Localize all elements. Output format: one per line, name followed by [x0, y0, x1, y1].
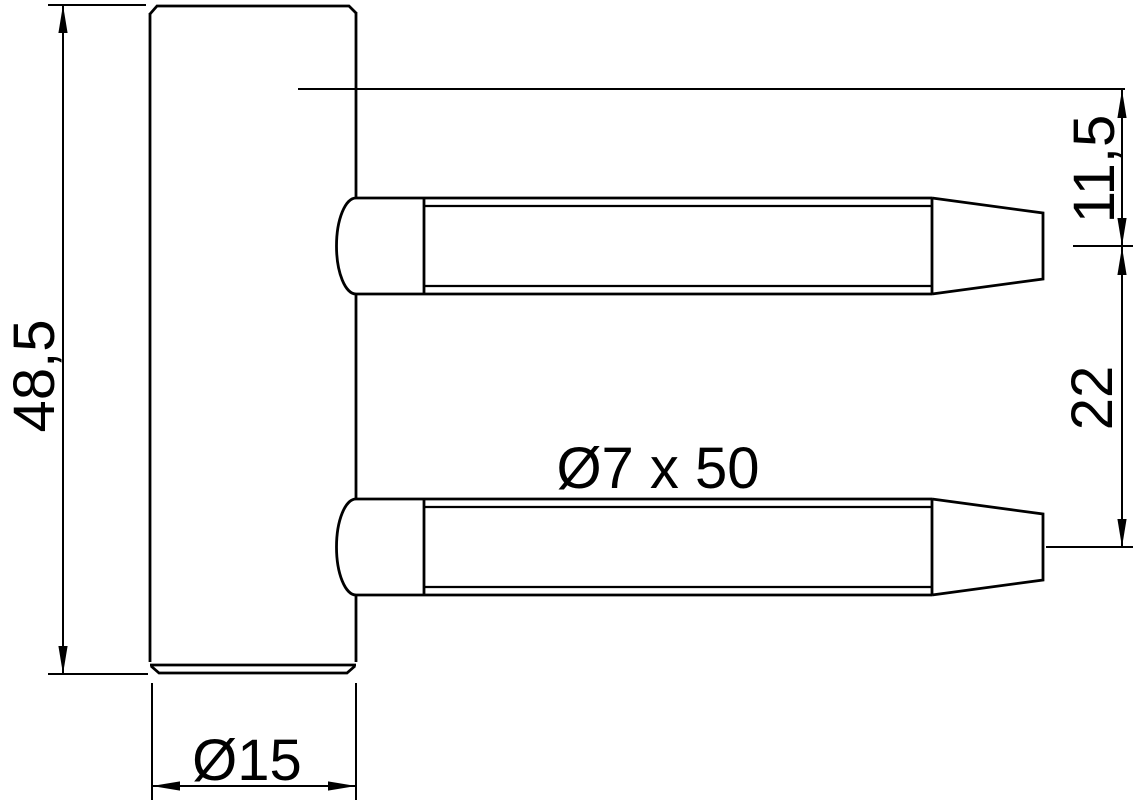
- bottom-pin-tip: [931, 497, 1045, 597]
- dimension-barrel-diameter: Ø15: [151, 683, 357, 800]
- dimension-pin-offset: 11,5: [1062, 90, 1133, 247]
- diameter-dimension-label: Ø15: [192, 728, 302, 793]
- diameter-arrow-left: [152, 781, 180, 791]
- spacing-arrow-up: [1117, 247, 1127, 275]
- offset-dimension-label: 11,5: [1062, 115, 1127, 224]
- height-arrow-up: [58, 5, 68, 33]
- barrel-bottom-chamfer: [150, 664, 356, 675]
- barrel-top-edge: [148, 4, 357, 15]
- bottom-pin: [335, 497, 1045, 597]
- bottom-pin-dome: [335, 497, 357, 597]
- pin-size-label: Ø7 x 50: [556, 436, 759, 501]
- top-pin-tip: [931, 196, 1045, 296]
- dimension-overall-height: 48,5: [2, 4, 148, 675]
- top-pin: [335, 196, 1045, 296]
- hinge-barrel: [148, 4, 358, 675]
- top-pin-dome: [335, 196, 357, 296]
- spacing-arrow-down: [1117, 519, 1127, 547]
- offset-arrow-down: [1117, 218, 1127, 246]
- spacing-dimension-label: 22: [1060, 366, 1125, 431]
- offset-arrow-up: [1117, 90, 1127, 118]
- dimension-pin-spacing: 22: [1046, 246, 1133, 548]
- height-arrow-down: [58, 646, 68, 674]
- height-dimension-label: 48,5: [2, 320, 67, 433]
- diameter-arrow-right: [328, 781, 356, 791]
